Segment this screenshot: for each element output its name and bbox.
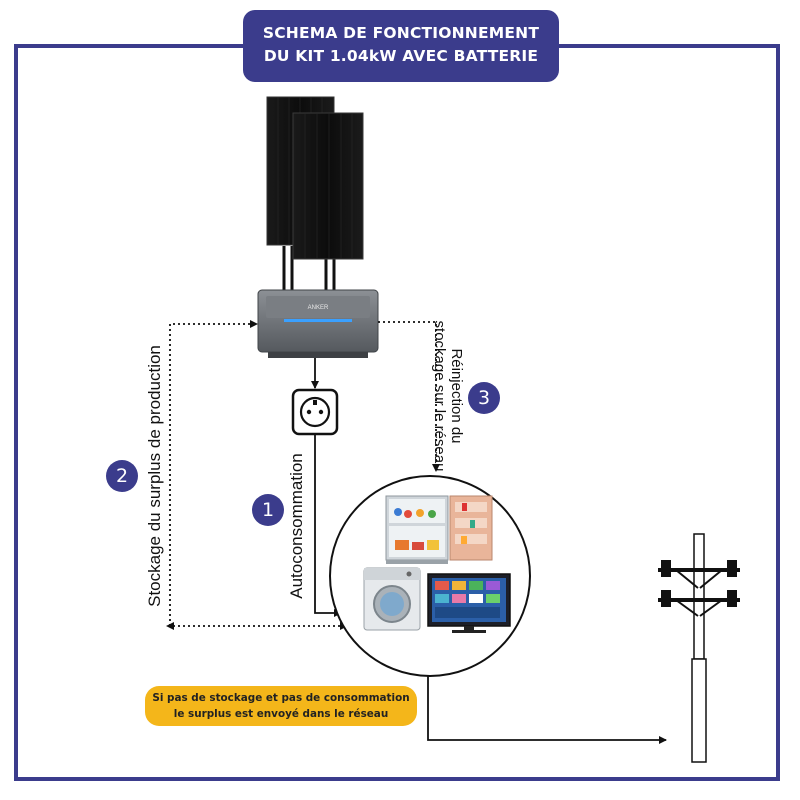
reinjection-label-line-1: Réinjection du	[448, 348, 465, 444]
step-1-badge: 1	[252, 494, 284, 526]
reinjection-label-line-2: stockage sur le réseau	[431, 320, 448, 472]
autoconsumption-arrow	[314, 434, 342, 617]
fridge-icon	[385, 495, 493, 564]
step-3-badge: 3	[468, 382, 500, 414]
title-line-1: SCHEMA DE FONCTIONNEMENT	[262, 24, 540, 42]
page-title: SCHEMA DE FONCTIONNEMENT DU KIT 1.04kW A…	[243, 10, 559, 82]
utility-pole-icon	[658, 533, 740, 763]
note-line-2: le surplus est envoyé dans le réseau	[173, 708, 389, 720]
autoconsumption-label: Autoconsommation	[287, 453, 306, 599]
tv-icon	[427, 573, 511, 633]
storage-label: Stockage du surplus de production	[145, 345, 164, 607]
washing-machine-icon	[363, 567, 421, 631]
reinjection-label: Réinjection du stockage sur le réseau	[431, 321, 465, 472]
reinjection-dotted-arrow	[378, 321, 440, 472]
step-2-badge: 2	[106, 460, 138, 492]
solar-panel-icon	[266, 96, 364, 292]
note-line-1: Si pas de stockage et pas de consommatio…	[152, 692, 410, 704]
storage-dotted-arrow	[166, 320, 348, 630]
battery-brand: ANKER	[308, 305, 329, 311]
power-outlet-icon	[291, 388, 339, 436]
battery-icon: ANKER	[257, 289, 379, 358]
grid-arrow	[427, 676, 667, 744]
surplus-note: Si pas de stockage et pas de consommatio…	[145, 686, 417, 726]
title-line-2: DU KIT 1.04kW AVEC BATTERIE	[263, 47, 539, 65]
